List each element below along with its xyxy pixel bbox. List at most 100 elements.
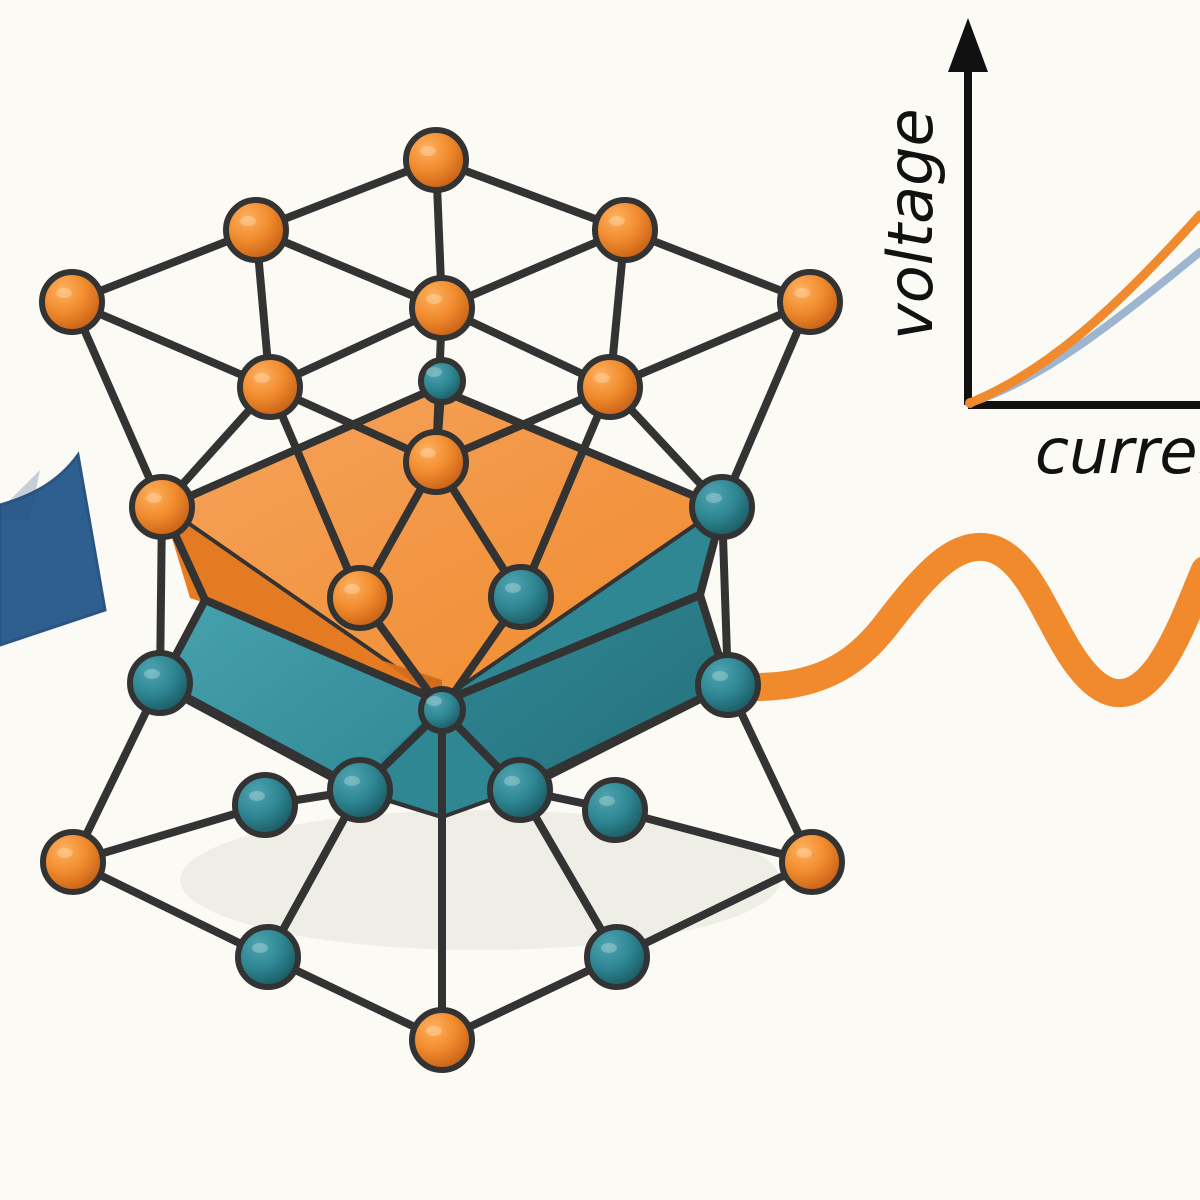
teal-atom-node: [488, 564, 554, 630]
orange-atom-node: [129, 474, 195, 540]
teal-atom-node: [418, 357, 466, 405]
teal-atom-node: [232, 772, 298, 838]
teal-atom-node: [418, 686, 466, 734]
orange-atom-node: [40, 829, 106, 895]
lattice-edge: [432, 156, 629, 234]
orange-atom: [403, 127, 469, 193]
atom-highlight: [240, 216, 256, 226]
atom-highlight: [344, 776, 360, 786]
lattice-edge: [156, 679, 364, 794]
orange-atom: [592, 197, 658, 263]
iv-plot: voltage current: [874, 18, 1200, 488]
iv-origin-marker: [965, 398, 975, 408]
orange-atom: [40, 829, 106, 895]
atom-highlight: [794, 288, 810, 298]
lattice-edge: [517, 383, 614, 601]
lattice-nodes: [39, 127, 845, 1073]
y-axis-arrow-icon: [948, 18, 988, 72]
orange-atom: [327, 565, 393, 631]
teal-atom: [232, 772, 298, 838]
lattice-edge: [516, 681, 732, 794]
y-axis-label: voltage: [874, 108, 947, 340]
lattice-edge: [69, 679, 164, 866]
orange-atom-node: [223, 197, 289, 263]
atom-highlight: [56, 288, 72, 298]
orange-atom: [577, 354, 643, 420]
teal-atom-node: [127, 650, 193, 716]
lattice-edge: [606, 298, 814, 391]
teal-atom-node: [327, 757, 393, 823]
atom-highlight: [609, 216, 625, 226]
teal-atom: [582, 777, 648, 843]
atom-highlight: [706, 493, 722, 503]
orange-atom-node: [409, 1007, 475, 1073]
orange-atom-node: [39, 269, 105, 335]
teal-atom: [695, 652, 761, 718]
teal-atom: [689, 474, 755, 540]
teal-atom-node: [582, 777, 648, 843]
lattice-edge: [69, 801, 269, 866]
orange-block-right-face: [442, 508, 723, 702]
atom-highlight: [426, 1026, 442, 1036]
orange-atom-node: [577, 354, 643, 420]
atom-highlight: [505, 583, 521, 593]
teal-atom: [418, 357, 466, 405]
teal-block-front-face: [353, 702, 520, 815]
lattice-edge: [252, 226, 446, 312]
lattice-edge: [68, 298, 166, 511]
atom-highlight: [344, 584, 360, 594]
teal-atom: [488, 564, 554, 630]
teal-atom: [418, 686, 466, 734]
teal-atom-node: [235, 924, 301, 990]
orange-atom: [777, 269, 843, 335]
atom-highlight: [57, 848, 73, 858]
iv-curve-orange: [965, 210, 1200, 408]
atom-highlight: [796, 848, 812, 858]
input-arrow-icon: [0, 451, 107, 647]
orange-atom: [409, 275, 475, 341]
atom-highlight: [420, 146, 436, 156]
output-wave-icon: [741, 532, 1200, 708]
atom-highlight: [599, 796, 615, 806]
orange-atom: [779, 829, 845, 895]
teal-atom: [487, 757, 553, 823]
atom-highlight: [594, 373, 610, 383]
teal-atom-node: [584, 924, 650, 990]
orange-atom: [223, 197, 289, 263]
teal-atom: [584, 924, 650, 990]
teal-atom-node: [695, 652, 761, 718]
atom-highlight: [426, 294, 442, 304]
lattice-edge: [621, 226, 814, 306]
orange-atom-node: [237, 354, 303, 420]
lattice-edge: [613, 858, 816, 961]
orange-atom: [39, 269, 105, 335]
lattice-edge: [69, 858, 272, 961]
teal-atom-node: [689, 474, 755, 540]
orange-atom-node: [327, 565, 393, 631]
atom-highlight: [504, 776, 520, 786]
atom-highlight: [601, 943, 617, 953]
lattice-edge: [266, 383, 364, 602]
x-axis-label: current: [1035, 415, 1200, 488]
teal-atom-node: [487, 757, 553, 823]
orange-atom-node: [592, 197, 658, 263]
orange-atom-node: [403, 127, 469, 193]
orange-atom-node: [409, 275, 475, 341]
atom-highlight: [249, 791, 265, 801]
atom-highlight: [252, 943, 268, 953]
lattice-edge: [438, 226, 629, 312]
orange-block-left-face: [163, 508, 442, 702]
orange-atom: [403, 429, 469, 495]
input-arrow-icon: [0, 470, 40, 520]
lattice-edge: [718, 298, 814, 511]
teal-atom: [327, 757, 393, 823]
lattice-edge: [68, 298, 274, 391]
atom-highlight: [712, 671, 728, 681]
atom-highlight: [146, 493, 162, 503]
orange-atom: [129, 474, 195, 540]
atom-highlight: [144, 669, 160, 679]
atom-highlight: [426, 696, 442, 706]
teal-atom: [127, 650, 193, 716]
orange-atom: [409, 1007, 475, 1073]
